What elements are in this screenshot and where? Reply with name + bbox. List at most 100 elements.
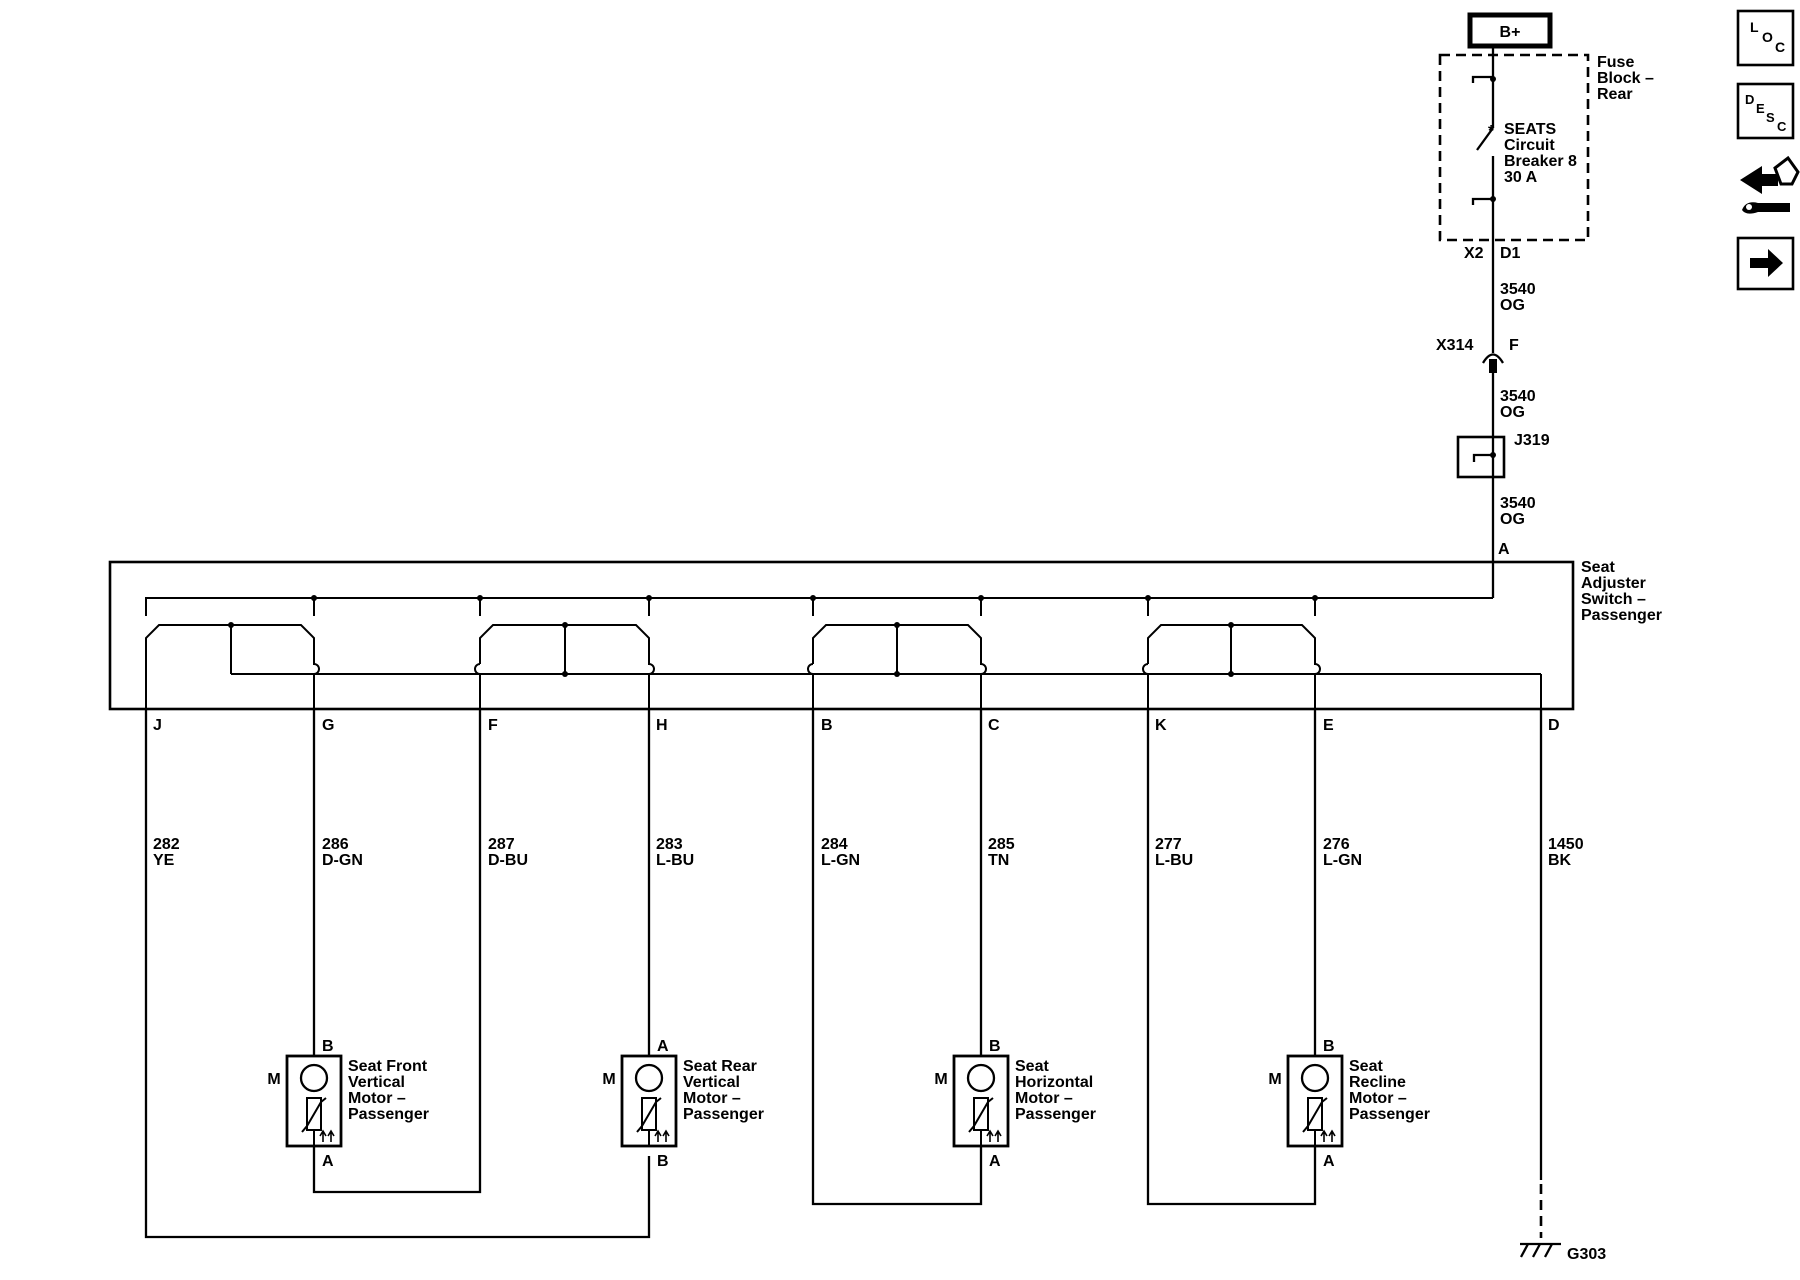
svg-text:O: O	[1762, 29, 1773, 45]
motor-recline-pin-bottom: A	[1323, 1153, 1335, 1170]
motor-front-vertical-pin-bottom: A	[322, 1153, 334, 1170]
svg-text:S: S	[1766, 110, 1775, 125]
motor-front-vertical: M B A Seat Front Vertical Motor – Passen…	[267, 1038, 429, 1170]
motor-horizontal: M B A Seat Horizontal Motor – Passenger	[934, 1038, 1096, 1170]
wire-286-color: D-GN	[322, 852, 363, 869]
fuse-block-label-3: Rear	[1597, 86, 1633, 103]
svg-text:D: D	[1745, 92, 1754, 107]
wire-287-circuit: 287	[488, 836, 515, 853]
output-wires	[144, 709, 1543, 1239]
switch-pin-a: A	[1498, 541, 1510, 558]
motor-symbol: M	[934, 1071, 947, 1088]
svg-text:L: L	[1750, 19, 1759, 35]
breaker-label-2: Circuit	[1504, 137, 1555, 154]
svg-text:E: E	[1756, 101, 1765, 116]
svg-text:C: C	[1777, 119, 1787, 134]
fuse-block-label-1: Fuse	[1597, 54, 1634, 71]
motor-front-vertical-label-3: Motor –	[348, 1090, 406, 1107]
wire-285-color: TN	[988, 852, 1009, 869]
circuit-breaker: * SEATS Circuit Breaker 8 30 A	[1471, 75, 1577, 240]
wire-labels: 282 YE 286 D-GN 287 D-BU 283 L-BU 284 L-…	[153, 836, 1584, 869]
desc-icon[interactable]: D E S C	[1736, 82, 1795, 140]
motor-front-vertical-label-4: Passenger	[348, 1106, 429, 1123]
next-arrow-icon[interactable]	[1736, 236, 1795, 291]
terminal-b: B	[821, 717, 833, 734]
motor-rear-vertical: M A B Seat Rear Vertical Motor – Passeng…	[602, 1038, 764, 1170]
wire-284-color: L-GN	[821, 852, 860, 869]
feed-wire: 3540 OG X314 F 3540 OG J319 3540 OG A	[1436, 240, 1550, 598]
connector-x314-pin: F	[1509, 337, 1519, 354]
switch-label-2: Adjuster	[1581, 575, 1646, 592]
feed-color-3: OG	[1500, 511, 1525, 528]
wire-285-circuit: 285	[988, 836, 1015, 853]
wire-277-circuit: 277	[1155, 836, 1182, 853]
wire-277-color: L-BU	[1155, 852, 1193, 869]
terminal-e: E	[1323, 717, 1334, 734]
motor-front-vertical-label-2: Vertical	[348, 1074, 405, 1091]
feed-circuit-3: 3540	[1500, 495, 1536, 512]
motor-horizontal-pin-bottom: A	[989, 1153, 1001, 1170]
terminal-h: H	[656, 717, 668, 734]
loc-icon[interactable]: L O C	[1736, 9, 1795, 67]
switch-label-4: Passenger	[1581, 607, 1662, 624]
fuse-pin-x2: X2	[1464, 245, 1484, 262]
wire-276-circuit: 276	[1323, 836, 1350, 853]
motor-recline-label-3: Motor –	[1349, 1090, 1407, 1107]
motor-recline-label-4: Passenger	[1349, 1106, 1430, 1123]
breaker-label-1: SEATS	[1504, 121, 1556, 138]
motor-front-vertical-label-1: Seat Front	[348, 1058, 428, 1075]
motor-rear-vertical-label-2: Vertical	[683, 1074, 740, 1091]
terminal-c: C	[988, 717, 1000, 734]
motor-rear-vertical-label-4: Passenger	[683, 1106, 764, 1123]
motor-symbol: M	[1268, 1071, 1281, 1088]
svg-text:C: C	[1775, 39, 1785, 55]
wire-276-color: L-GN	[1323, 852, 1362, 869]
motor-rear-vertical-pin-bottom: B	[657, 1153, 669, 1170]
ground-g303: G303	[1519, 1242, 1606, 1263]
wire-287-color: D-BU	[488, 852, 528, 869]
connector-tools-icon[interactable]	[1740, 155, 1800, 214]
motor-symbol: M	[602, 1071, 615, 1088]
feed-color-1: OG	[1500, 297, 1525, 314]
motor-rear-vertical-pin-top: A	[657, 1038, 669, 1055]
terminal-k: K	[1155, 717, 1167, 734]
switch-terminals: J G F H B C K E D	[153, 717, 1560, 734]
switch-label-3: Switch –	[1581, 591, 1646, 608]
ground-label: G303	[1567, 1246, 1606, 1263]
wire-282-color: YE	[153, 852, 175, 869]
breaker-thermal-mark: *	[1488, 123, 1495, 140]
fuse-pin-d1: D1	[1500, 245, 1521, 262]
fuse-block-label-2: Block –	[1597, 70, 1654, 87]
terminal-g: G	[322, 717, 334, 734]
motor-front-vertical-pin-top: B	[322, 1038, 334, 1055]
motor-recline-label-1: Seat	[1349, 1058, 1383, 1075]
motor-recline-label-2: Recline	[1349, 1074, 1406, 1091]
motor-symbol: M	[267, 1071, 280, 1088]
switch-label-1: Seat	[1581, 559, 1615, 576]
breaker-label-4: 30 A	[1504, 169, 1538, 186]
motor-rear-vertical-label-1: Seat Rear	[683, 1058, 757, 1075]
splice-j319: J319	[1514, 432, 1550, 449]
motor-horizontal-pin-top: B	[989, 1038, 1001, 1055]
wire-284-circuit: 284	[821, 836, 848, 853]
feed-color-2: OG	[1500, 404, 1525, 421]
breaker-label-3: Breaker 8	[1504, 153, 1577, 170]
wire-1450-circuit: 1450	[1548, 836, 1584, 853]
connector-male-pin	[1489, 359, 1497, 373]
motor-horizontal-label-2: Horizontal	[1015, 1074, 1093, 1091]
wire-283-circuit: 283	[656, 836, 683, 853]
power-label: B+	[1500, 24, 1521, 41]
connector-x314: X314	[1436, 337, 1473, 354]
terminal-f: F	[488, 717, 498, 734]
motor-recline: M B A Seat Recline Motor – Passenger	[1268, 1038, 1430, 1170]
wire-1450-color: BK	[1548, 852, 1572, 869]
motor-horizontal-label-3: Motor –	[1015, 1090, 1073, 1107]
wire-286-circuit: 286	[322, 836, 349, 853]
feed-circuit-1: 3540	[1500, 281, 1536, 298]
seat-adjuster-switch: Seat Adjuster Switch – Passenger	[108, 559, 1662, 711]
feed-circuit-2: 3540	[1500, 388, 1536, 405]
motor-rear-vertical-label-3: Motor –	[683, 1090, 741, 1107]
wire-282-circuit: 282	[153, 836, 180, 853]
motor-horizontal-label-1: Seat	[1015, 1058, 1049, 1075]
